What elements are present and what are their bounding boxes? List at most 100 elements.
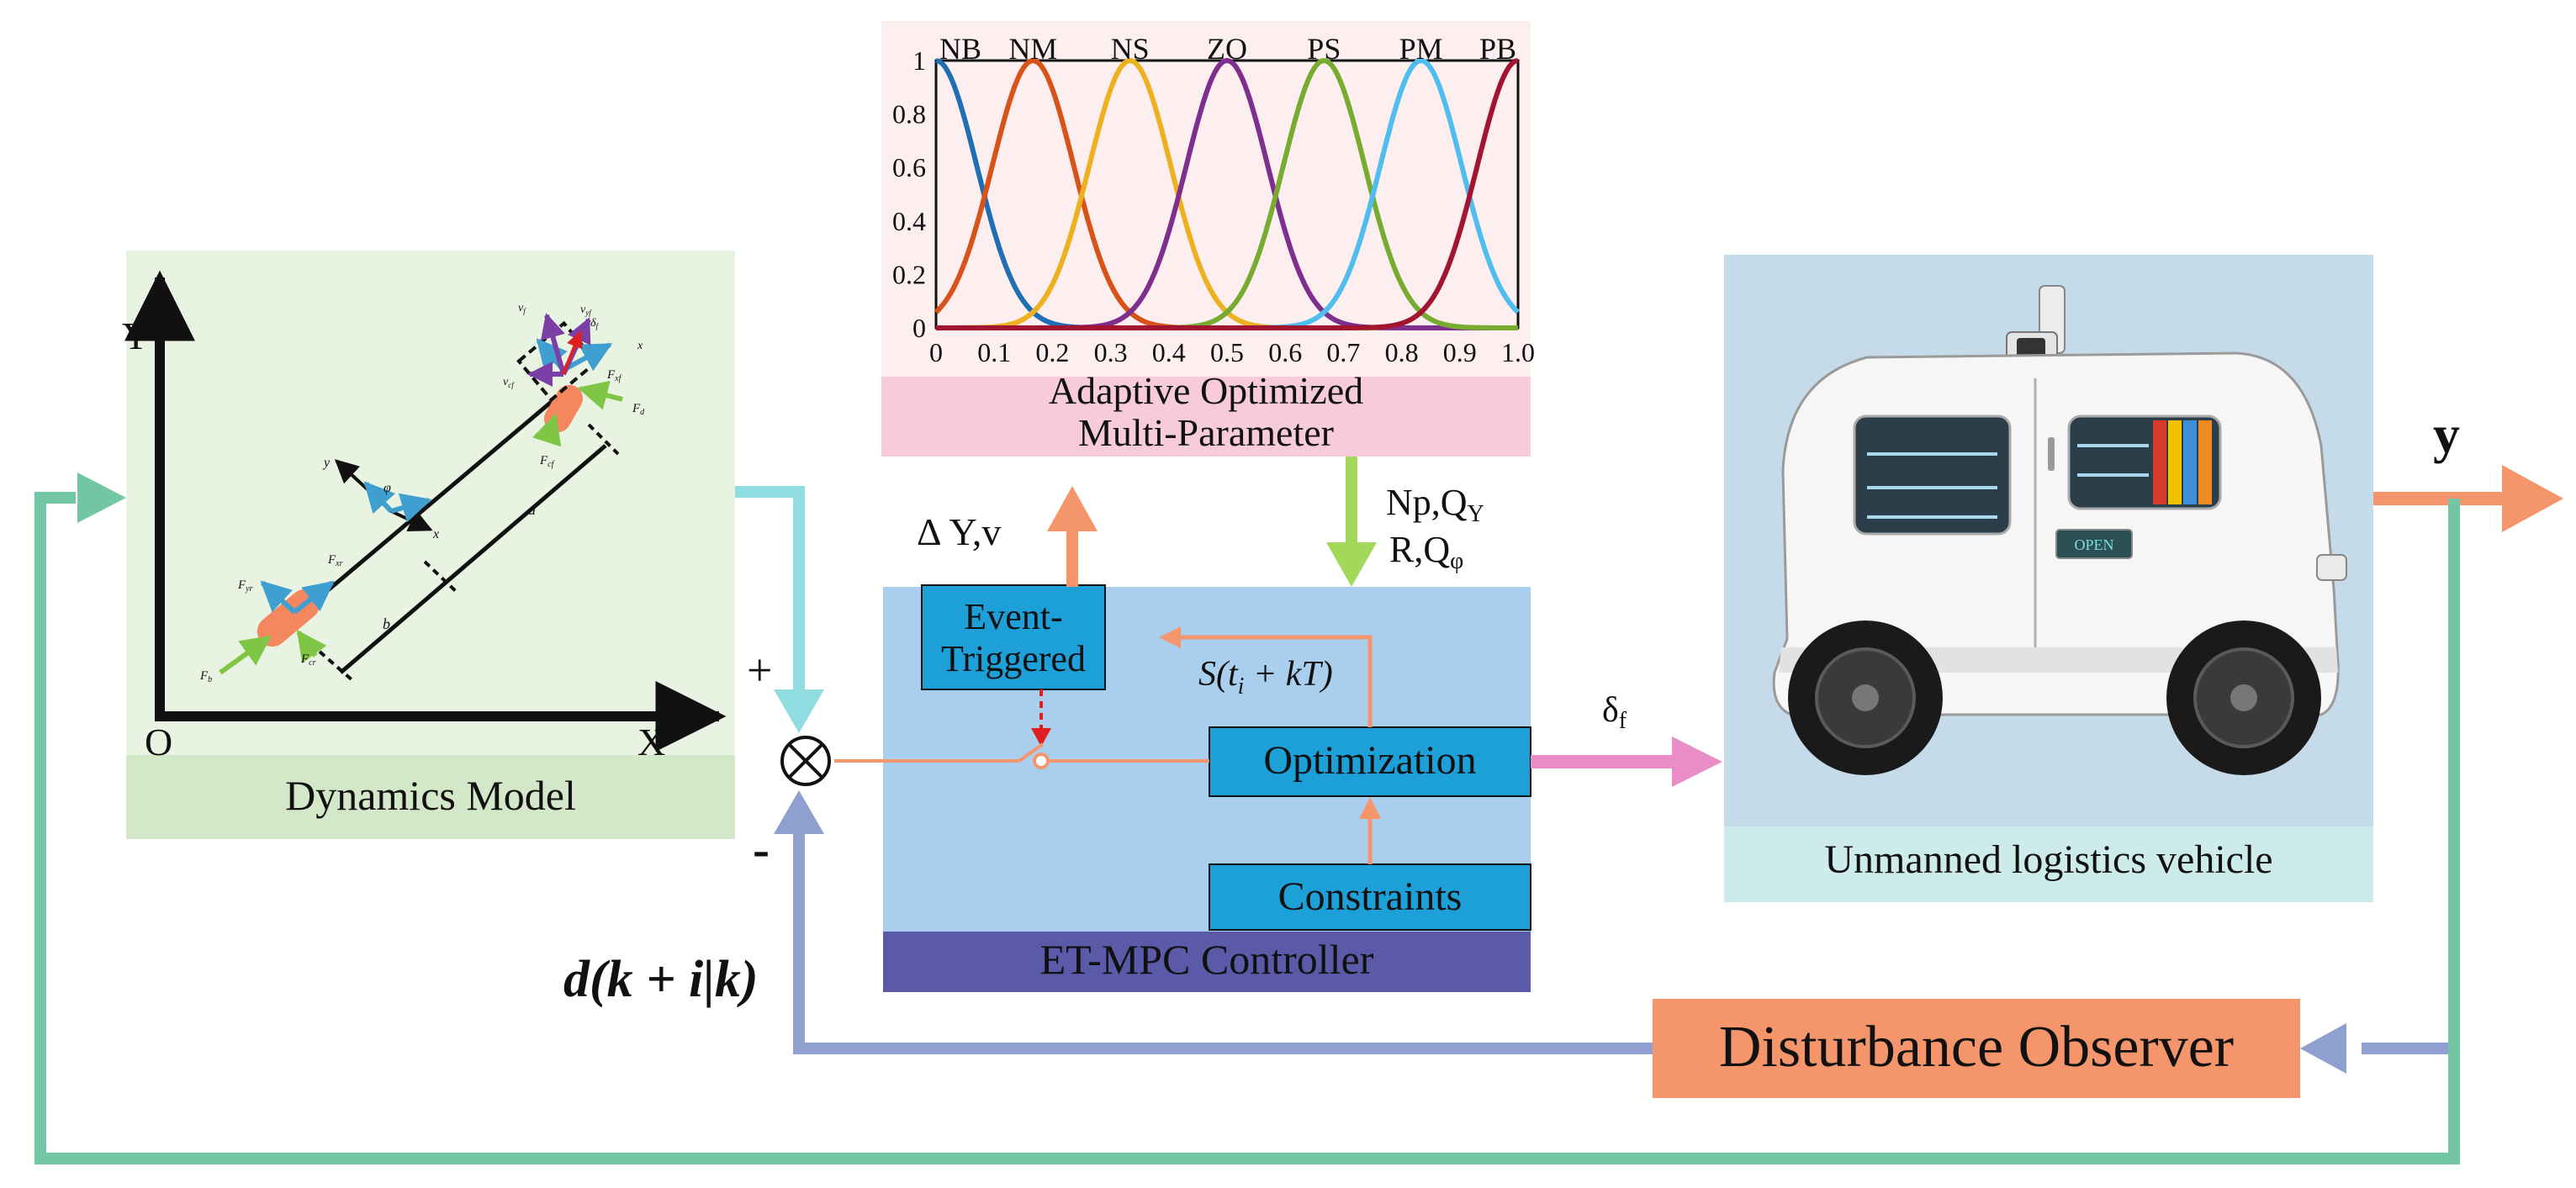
x-tick-label: 0.2 bbox=[1035, 337, 1069, 367]
output-to-observer-head bbox=[2300, 1023, 2346, 1074]
observer-to-sum-head bbox=[774, 790, 824, 834]
front-force-d bbox=[577, 380, 623, 410]
open-sign bbox=[2055, 529, 2133, 559]
x-tick-label: 0 bbox=[929, 337, 943, 367]
dynamics-to-sum-head bbox=[774, 689, 824, 733]
trigger-signal-head bbox=[1031, 728, 1051, 747]
params-line2: R,Qφ bbox=[1389, 529, 1463, 574]
trigger-fn-sub: i bbox=[1238, 673, 1245, 700]
dimension-tick-mid bbox=[423, 560, 460, 595]
trigger-fn-main: S(t bbox=[1198, 655, 1239, 694]
output-arrow-shaft bbox=[2373, 492, 2516, 505]
cog-y-label: y bbox=[322, 456, 331, 470]
dynamics-to-sum-path bbox=[735, 486, 805, 694]
dimension-tick-rear bbox=[318, 650, 355, 683]
params-line2-main: R,Q bbox=[1389, 529, 1450, 570]
x-tick-label: 0.1 bbox=[977, 337, 1011, 367]
vehicle-label: Unmanned logistics vehicle bbox=[1824, 837, 2272, 882]
set-label-pm: PM bbox=[1399, 32, 1443, 66]
controller-to-fuzzy-head bbox=[1047, 486, 1098, 531]
velocity-vf-label: vf bbox=[518, 302, 526, 315]
headlight bbox=[2316, 554, 2347, 581]
steer-delta-label: δf bbox=[590, 317, 600, 330]
product-poster-yellow bbox=[2168, 420, 2182, 504]
cog-blue-arrow-1 bbox=[363, 481, 396, 515]
dynamics-panel-bg bbox=[126, 251, 735, 839]
switch-blade bbox=[1018, 742, 1045, 763]
dynamics-label-bar bbox=[126, 755, 735, 839]
switch-contact bbox=[1033, 752, 1050, 769]
controller-label: ET-MPC Controller bbox=[1040, 936, 1374, 983]
fuzzy-panel: Adaptive Optimized Multi-Parameter 1 0.8 0… bbox=[881, 21, 1535, 457]
x-tick-label: 0.5 bbox=[1210, 337, 1244, 367]
x-tick-label: 0.3 bbox=[1094, 337, 1128, 367]
y-tick-label: 0.4 bbox=[892, 206, 926, 236]
fuzzy-title-line2: Multi-Parameter bbox=[1078, 411, 1334, 454]
params-line1-sub: Y bbox=[1468, 501, 1484, 527]
y-tick-label: 0.6 bbox=[892, 152, 926, 182]
rear-force-yr bbox=[260, 580, 297, 615]
y-tick-label: 0.8 bbox=[892, 99, 926, 129]
rear-force-xr bbox=[293, 580, 335, 615]
vehicle-panel: Unmanned logistics vehicle bbox=[1724, 255, 2373, 902]
vehicle-illustration: OPEN bbox=[1772, 285, 2347, 775]
set-label-nb: NB bbox=[939, 32, 981, 66]
membership-curve-pb bbox=[936, 58, 1519, 330]
cog-x-label: x bbox=[432, 527, 439, 541]
set-label-nm: NM bbox=[1008, 32, 1057, 66]
x-tick-label: 0.7 bbox=[1326, 337, 1360, 367]
sum-plus-sign: + bbox=[747, 645, 772, 695]
window-right-shelves bbox=[2077, 444, 2149, 477]
front-frame-x-label: x bbox=[637, 340, 643, 352]
x-tick-label: 0.9 bbox=[1443, 337, 1477, 367]
x-tick-label: 1.0 bbox=[1501, 337, 1535, 367]
trigger-feedback-path bbox=[1177, 635, 1373, 727]
control-output-shaft bbox=[1531, 755, 1674, 768]
set-label-zo: ZO bbox=[1207, 32, 1247, 66]
front-force-cf bbox=[532, 413, 562, 447]
set-label-pb: PB bbox=[1479, 32, 1516, 66]
fuzzy-label-bar bbox=[881, 377, 1531, 457]
constraints-label: Constraints bbox=[1278, 874, 1463, 919]
trigger-function: S(ti + kT) bbox=[1198, 655, 1333, 700]
params-line1-main: Np,Q bbox=[1386, 482, 1468, 523]
delta-f-main: δ bbox=[1602, 691, 1619, 730]
rear-force-cr bbox=[296, 630, 327, 663]
controller-panel: ET-MPC Controller Event- Triggered Optim… bbox=[834, 584, 1531, 992]
event-triggered-line1: Event- bbox=[964, 596, 1062, 637]
output-arrow-head bbox=[2502, 465, 2563, 532]
y-tick-label: 1 bbox=[912, 45, 926, 76]
steer-red bbox=[562, 330, 583, 375]
disturbance-observer-label: Disturbance Observer bbox=[1719, 1015, 2234, 1080]
optimization-label: Optimization bbox=[1263, 738, 1476, 783]
outer-feedback-head bbox=[77, 473, 126, 523]
x-tick-label: 0.4 bbox=[1152, 337, 1186, 367]
x-axis-label: X bbox=[637, 721, 665, 763]
window-right bbox=[2067, 414, 2222, 510]
observer-to-sum-path bbox=[793, 832, 1653, 1054]
membership-curves bbox=[934, 57, 1521, 330]
open-sign-text: OPEN bbox=[2074, 536, 2113, 553]
dimension-b-label: b bbox=[383, 615, 390, 632]
cog-phi-label: φ bbox=[383, 481, 391, 495]
y-tick-label: 0.2 bbox=[892, 259, 926, 289]
trigger-feedback-head bbox=[1159, 626, 1181, 648]
delta-f-label: δf bbox=[1602, 691, 1627, 734]
trigger-fn-tail: + kT) bbox=[1244, 655, 1332, 694]
y-axis-label: Y bbox=[122, 314, 150, 357]
event-triggered-line2: Triggered bbox=[941, 638, 1086, 679]
door-handle bbox=[2048, 437, 2055, 471]
rear-force-b bbox=[219, 635, 272, 675]
x-tick-label: 0.8 bbox=[1385, 337, 1419, 367]
product-poster-blue bbox=[2183, 420, 2197, 504]
dimension-line bbox=[339, 444, 607, 674]
velocity-vf bbox=[540, 313, 566, 375]
front-vehicle-hub bbox=[2230, 684, 2257, 711]
event-triggered-box bbox=[921, 584, 1106, 690]
dynamics-model-panel: Dynamics Model Y X O a b x y φ Fb F bbox=[122, 251, 735, 839]
fuzzy-title-line1: Adaptive Optimized bbox=[1049, 369, 1363, 412]
front-force-xf bbox=[562, 342, 613, 372]
